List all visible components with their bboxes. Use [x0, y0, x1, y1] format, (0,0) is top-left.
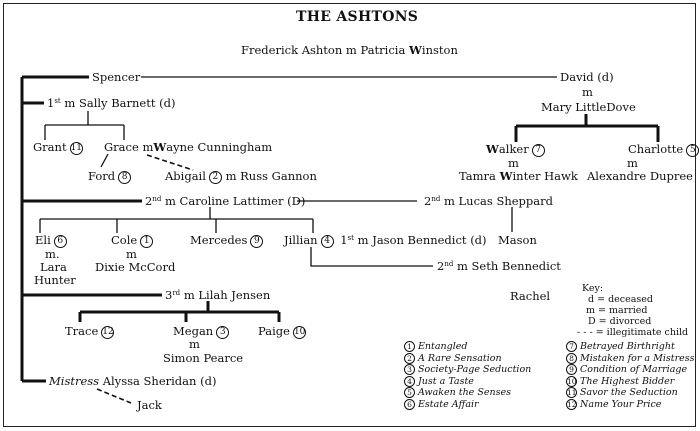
book-number-badge: 4 [320, 235, 334, 248]
book-number-badge: 1 [140, 235, 154, 248]
lilah-name: Lilah Jensen [198, 288, 271, 302]
book-number-badge: 7 [531, 144, 545, 157]
book-number-badge: 12 [101, 326, 115, 339]
lilah-marriage: 3rd m Lilah Jensen [165, 288, 271, 302]
key-item: D = divorced [588, 316, 652, 327]
grace-ford [100, 153, 109, 168]
megan-marriage-mark: m [189, 337, 200, 351]
tamra-name: Tamra Winter Hawk [459, 169, 578, 183]
grace-abigail [146, 154, 194, 171]
lara-name-line1: Lara [40, 260, 67, 274]
key-title: Key: [582, 283, 604, 294]
book-number-badge: 8 [118, 171, 132, 184]
book-number-badge: 3 [216, 326, 230, 339]
cole-marriage-mark: m [126, 247, 137, 261]
founding-couple: Frederick Ashton m Patricia Winston [241, 44, 458, 57]
eli-marriage-mark: m. [45, 247, 60, 261]
patricia-name: Patricia Winston [360, 43, 458, 57]
rachel-name: Rachel [510, 289, 551, 303]
charlotte-marriage-mark: m [627, 156, 638, 170]
caroline-marriage: 2nd m Caroline Lattimer (D) [145, 194, 306, 208]
alexandre-name: Alexandre Dupree [587, 169, 693, 183]
david-marriage-mark: m [582, 85, 593, 99]
lara-name-line2: Hunter [34, 273, 76, 287]
book-number-badge: 5 [686, 144, 700, 157]
mistress-node: Mistress Alyssa Sheridan (d) [49, 375, 216, 388]
russ-name: Russ Gannon [240, 169, 317, 183]
book-number-badge: 6 [53, 235, 67, 248]
caroline-name: Caroline Lattimer (D) [179, 194, 306, 208]
marriage-mark: m [345, 43, 357, 57]
mistress-jack [96, 388, 132, 404]
key-item: - - - = illegitimate child [577, 327, 689, 338]
book-number-badge: 10 [292, 326, 306, 339]
key-item: d = deceased [588, 294, 653, 305]
mason-name: Mason [498, 233, 537, 247]
seth-marriage: 2nd m Seth Bennedict [437, 259, 561, 273]
book-number-badge: 2 [208, 171, 222, 184]
grace-node: Grace mWayne Cunningham [104, 140, 273, 154]
jillian-seth [310, 247, 433, 267]
sally-name: Sally Barnett (d) [78, 96, 176, 110]
diagram-frame [3, 3, 696, 427]
mary-name: Mary LittleDove [541, 100, 636, 114]
walker-marriage-mark: m [508, 156, 519, 170]
wayne-name: Wayne Cunningham [153, 140, 273, 154]
mistress-label: Mistress [49, 374, 100, 388]
walker-name: Walker [486, 142, 529, 156]
jason-name: Jason Bennedict (d) [372, 233, 487, 247]
key-item: m = married [586, 305, 648, 316]
sally-marriage: 1st m Sally Barnett (d) [47, 96, 176, 110]
lucas-marriage: 2nd m Lucas Sheppard [424, 194, 553, 208]
alyssa-name: Alyssa Sheridan (d) [102, 374, 217, 388]
david-name: David (d) [560, 70, 614, 84]
simon-name: Simon Pearce [163, 351, 244, 365]
lucas-name: Lucas Sheppard [458, 194, 553, 208]
spencer-name: Spencer [92, 70, 141, 84]
seth-name: Seth Bennedict [471, 259, 561, 273]
book-number-badge: 11 [69, 142, 83, 155]
legend-key: Key: d = deceased m = married D = divorc… [577, 283, 688, 338]
frederick-name: Frederick Ashton [241, 43, 343, 57]
dixie-name: Dixie McCord [95, 260, 176, 274]
jack-name: Jack [137, 398, 162, 412]
page-title: THE ASHTONS [296, 9, 419, 25]
book-number-badge: 9 [250, 235, 264, 248]
